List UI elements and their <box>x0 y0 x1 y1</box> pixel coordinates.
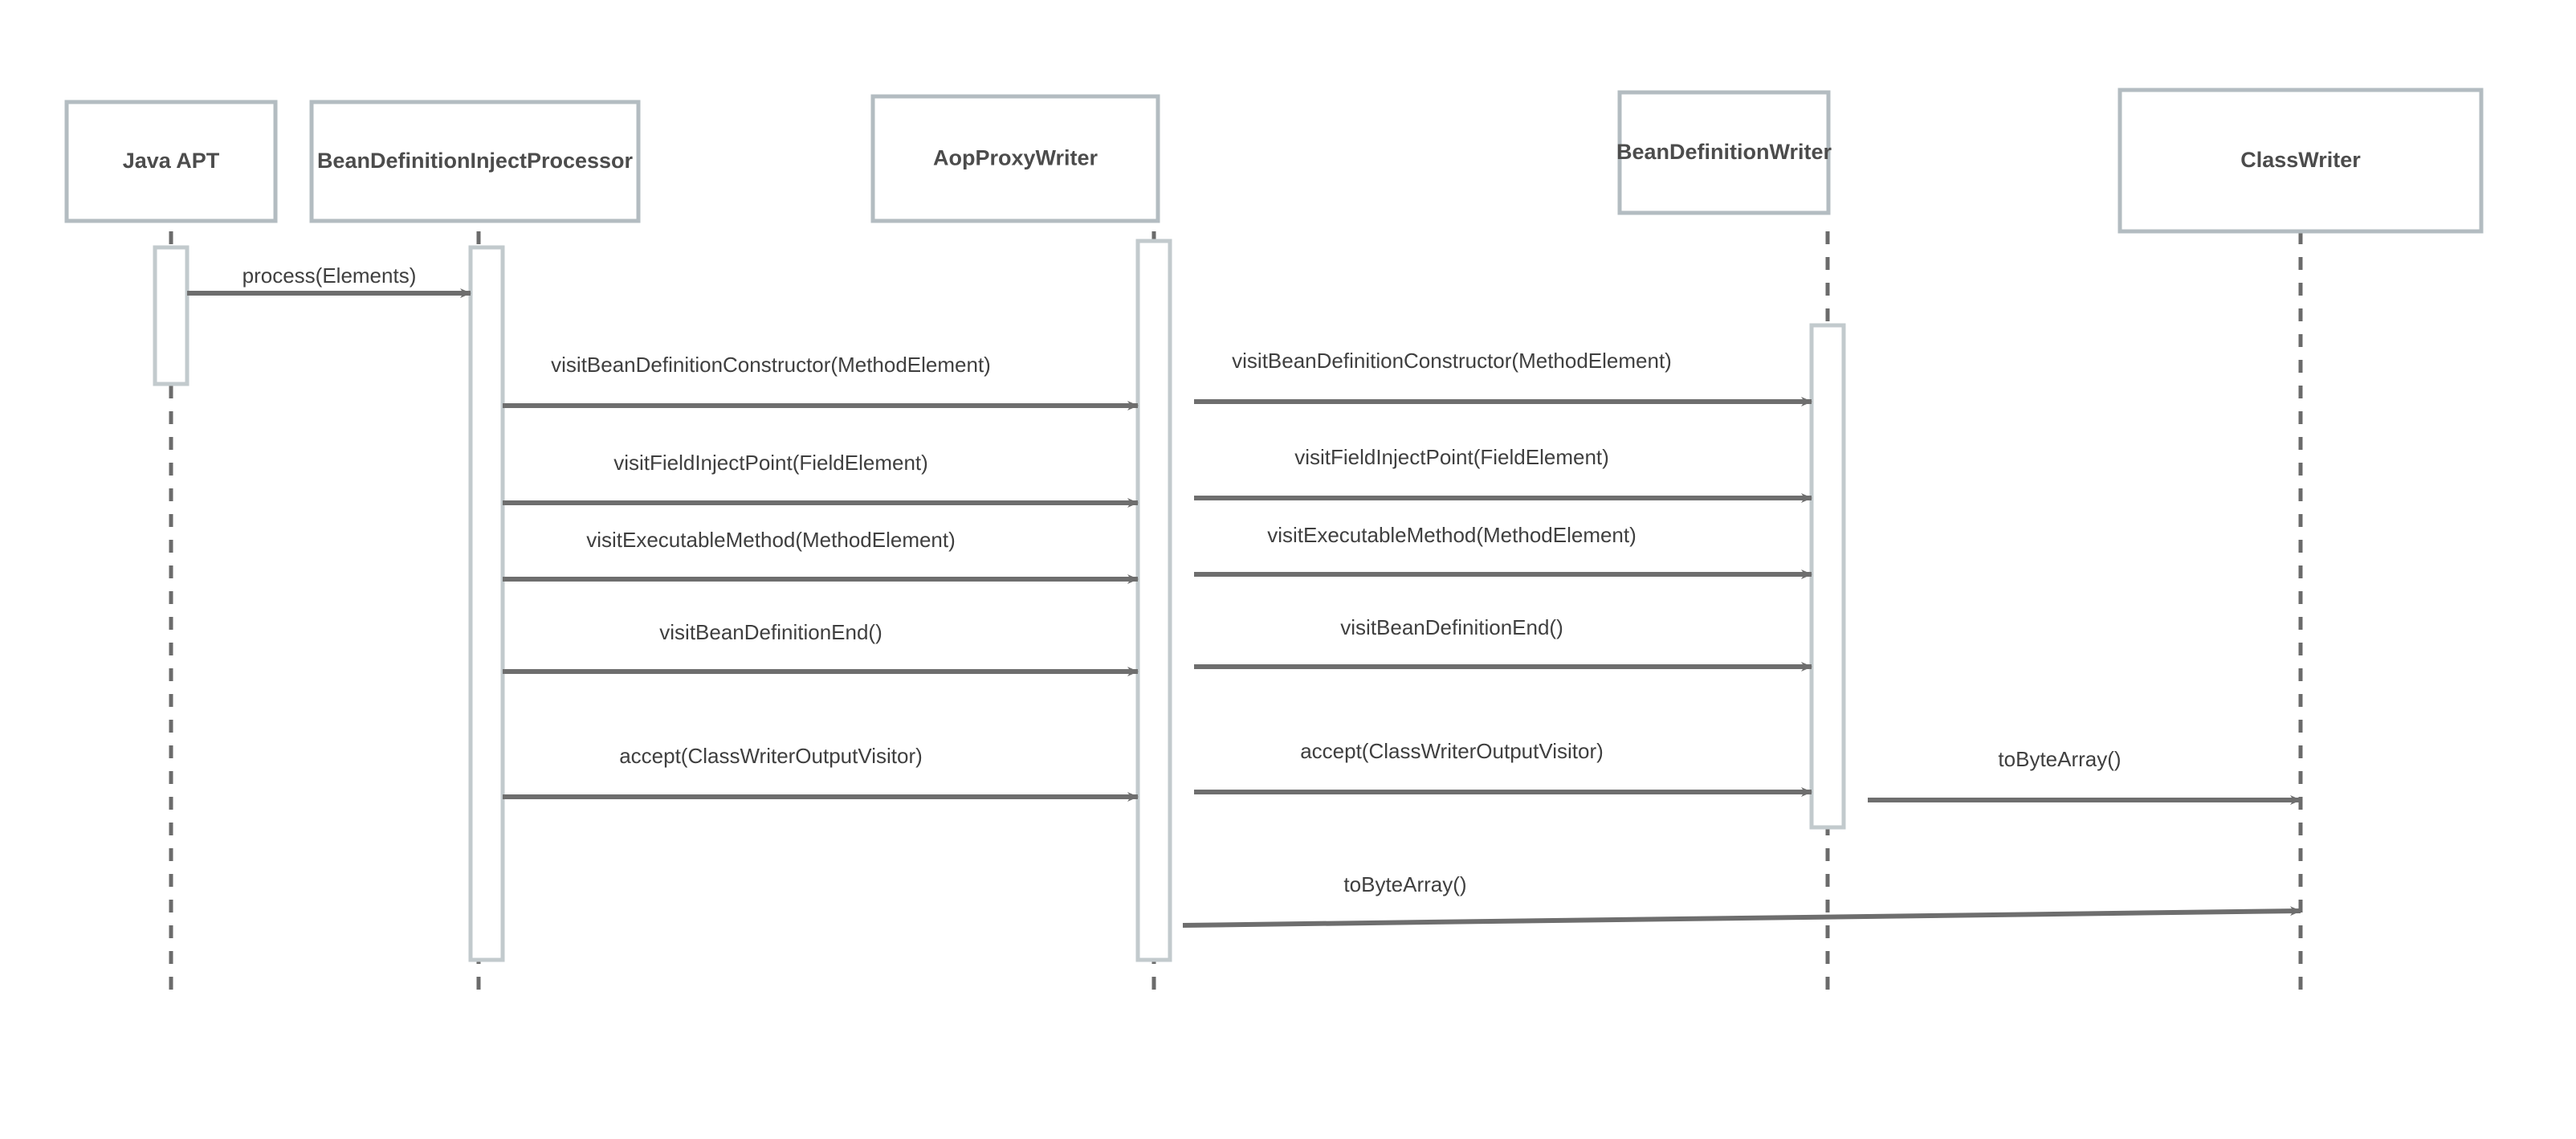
message-label: visitExecutableMethod(MethodElement) <box>1267 523 1636 547</box>
bdip-activation <box>468 245 505 962</box>
participant-label-aop: AopProxyWriter <box>933 146 1098 170</box>
bdw-activation <box>1809 323 1846 830</box>
participant-box-bdw[interactable] <box>1617 90 1831 215</box>
message-label: visitExecutableMethod(MethodElement) <box>586 528 956 552</box>
aop-activation <box>1135 239 1172 962</box>
message-label: visitBeanDefinitionConstructor(MethodEle… <box>1232 349 1672 373</box>
participant-box-aop[interactable] <box>870 94 1160 223</box>
participant-box-bdip[interactable] <box>309 100 641 223</box>
participant-label-bdip: BeanDefinitionInjectProcessor <box>317 149 634 173</box>
message-label: process(Elements) <box>243 263 417 288</box>
messages-group: process(Elements) visitBeanDefinitionCons… <box>187 263 2301 928</box>
message-label: visitFieldInjectPoint(FieldElement) <box>1294 445 1609 469</box>
message-label: visitFieldInjectPoint(FieldElement) <box>613 451 928 475</box>
participant-box-javaapt[interactable] <box>64 100 278 223</box>
message-label: accept(ClassWriterOutputVisitor) <box>619 744 923 768</box>
message-label: visitBeanDefinitionEnd() <box>1340 615 1563 639</box>
javaapt-activation <box>153 245 190 386</box>
message-label: visitBeanDefinitionEnd() <box>659 620 882 644</box>
message-label: accept(ClassWriterOutputVisitor) <box>1300 739 1604 763</box>
participant-label-bdw: BeanDefinitionWriter <box>1616 140 1832 164</box>
message-label: toByteArray() <box>1998 747 2121 771</box>
participant-label-javaapt: Java APT <box>123 149 220 173</box>
message-label: toByteArray() <box>1343 872 1466 896</box>
message-label: visitBeanDefinitionConstructor(MethodEle… <box>551 353 991 377</box>
participant-boxes-group: Java APT BeanDefinitionInjectProcessor Aop… <box>64 88 2484 234</box>
participant-box-cw[interactable] <box>2117 88 2484 234</box>
message-arrow[interactable] <box>1182 906 2301 928</box>
participant-label-cw: ClassWriter <box>2240 148 2361 172</box>
